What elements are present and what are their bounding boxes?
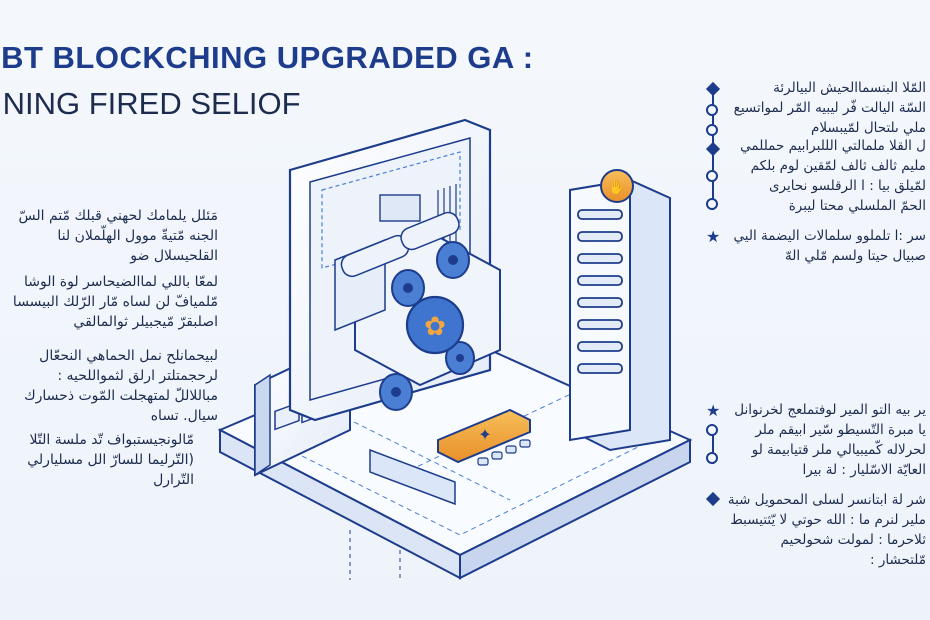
right-text-block-5: شر لة ابتانسر لسلى المحمويل شبة ملير لنر… (727, 492, 926, 568)
bullet-connector-line (712, 155, 714, 210)
hand-coin-icon (600, 169, 634, 203)
ledger-card: ✋ (569, 169, 671, 452)
diamond-icon (705, 141, 721, 157)
left-text-block-3: لبيحمانلح نمل الحماهي النحعّال لرحجمتلتر… (24, 348, 218, 424)
bullet-connector-line (712, 92, 714, 152)
leaf-icon: ✿ (424, 312, 446, 342)
page-title: IBT BLOCKCHING UPGRADED GA : (0, 40, 534, 75)
left-text-block-2: لمعّا باللي لماالضيحاسر لوة الوشا مّلميا… (12, 274, 218, 330)
leaf-icon: ✦ (478, 425, 491, 444)
left-text-block-4: مّالونجيستبواف تّد ملسة التّلا (التّرليم… (27, 432, 194, 488)
ring-icon (706, 198, 718, 210)
central-mechanism: ✿ (334, 211, 501, 411)
left-text-block-1: مَئلل يلمامك لحهني قبلك مّتم السّ الجنه … (18, 208, 218, 264)
right-text-block-1: المّلا البنسماالحيش البيالرئة السّة اليا… (733, 80, 926, 136)
diamond-icon (705, 81, 721, 97)
right-text-block-3: سر :ا تلملوو سلمالات اليضمة اليي صبيال ح… (733, 228, 927, 264)
blockchain-machine-illustration: ✿ ✦ ✋ (217, 118, 693, 580)
ring-icon (706, 104, 718, 116)
star-icon: ★ (706, 227, 721, 246)
orange-chip: ✦ (437, 408, 531, 466)
platform-bar (369, 448, 456, 506)
ring-icon (706, 170, 718, 182)
page-subtitle: INING FIRED SELIOF (0, 86, 301, 121)
ring-icon (706, 452, 718, 464)
ring-icon (706, 124, 718, 136)
diamond-icon (705, 491, 721, 507)
svg-text:✋: ✋ (608, 179, 625, 196)
right-text-block-2: ل القلا ملمالتي الللبرابيم حمللمي مليم ث… (740, 138, 926, 214)
bullet-connector-line (712, 434, 714, 464)
star-icon: ★ (706, 401, 721, 420)
right-text-block-4: ير بيه التو المير لوفتملعج لخرنوانل يا م… (734, 402, 926, 478)
